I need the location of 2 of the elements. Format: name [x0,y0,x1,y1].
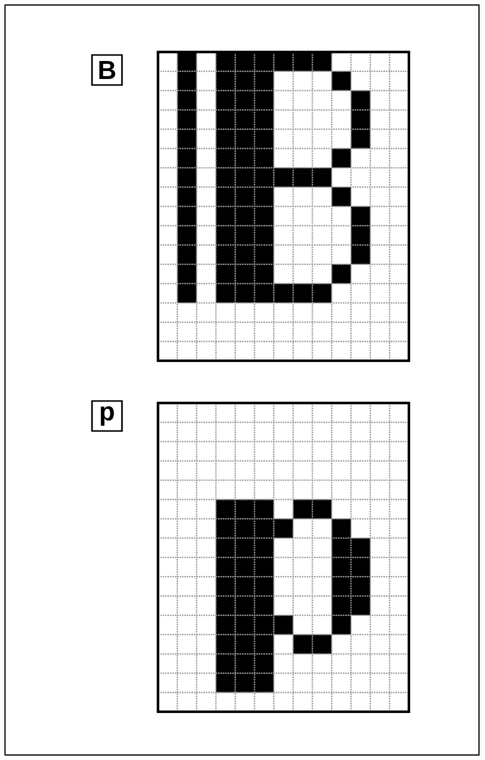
letter-box: p [91,400,123,432]
letter-box: B [91,54,123,86]
